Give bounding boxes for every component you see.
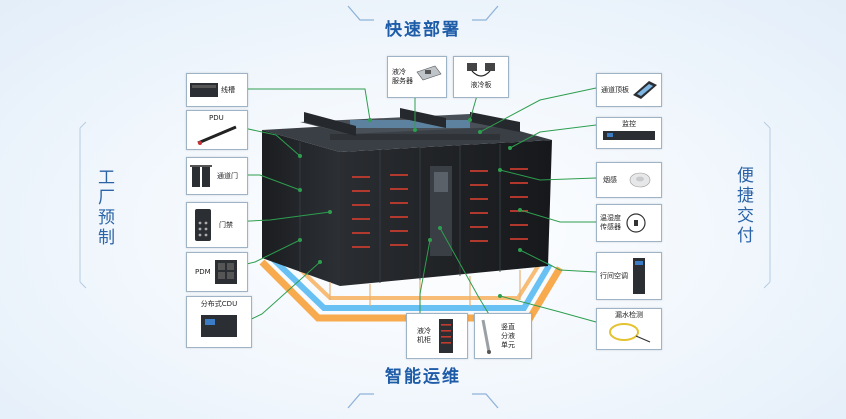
callout-label: 行间空调 bbox=[600, 271, 628, 280]
inrow-ac-icon bbox=[633, 258, 645, 294]
callout-label: PDM bbox=[195, 267, 211, 276]
callout-label: 监控 bbox=[622, 120, 636, 128]
callout-inrow-ac: 行间空调 bbox=[596, 252, 662, 300]
callout-label: PDU bbox=[209, 114, 224, 122]
callout-cdu: 分布式CDU bbox=[186, 296, 252, 348]
callout-label: 液冷 服务器 bbox=[392, 68, 413, 85]
vertical-manifold-icon bbox=[481, 319, 491, 354]
smoke-detector-icon bbox=[629, 172, 651, 188]
callout-label: 分布式CDU bbox=[200, 300, 238, 308]
callout-label: 液冷 机柜 bbox=[417, 327, 431, 344]
callout-label: 温湿度 传感器 bbox=[600, 214, 621, 231]
callout-aisle-roof-panel: 通道顶板 bbox=[596, 73, 662, 107]
callout-smoke-detector: 烟感 bbox=[596, 162, 662, 198]
top-header-bracket bbox=[347, 5, 499, 21]
callout-vertical-manifold: 竖直 分液 单元 bbox=[474, 313, 532, 359]
monitoring-unit-icon bbox=[603, 131, 655, 140]
callout-cable-tray: 线槽 bbox=[186, 73, 248, 107]
callout-liquid-cooled-server: 液冷 服务器 bbox=[387, 56, 447, 98]
access-control-icon bbox=[195, 209, 211, 241]
bottom-header: 智能运维 bbox=[385, 367, 461, 387]
callout-label: 烟感 bbox=[603, 175, 617, 184]
aisle-door-icon bbox=[190, 165, 212, 187]
callout-liquid-cooled-cabinet: 液冷 机柜 bbox=[406, 313, 468, 359]
cdu-unit-icon bbox=[201, 315, 237, 337]
callout-pdm: PDM bbox=[186, 252, 248, 292]
callout-label: 线槽 bbox=[221, 85, 235, 94]
callout-monitoring: 监控 bbox=[596, 117, 662, 149]
right-side-label: 便捷交付 bbox=[733, 166, 753, 246]
callout-label: 液冷板 bbox=[470, 81, 492, 89]
callout-label: 通道顶板 bbox=[601, 85, 629, 94]
callout-temp-humidity-sensor: 温湿度 传感器 bbox=[596, 204, 662, 242]
callout-leak-detection: 漏水检测 bbox=[596, 308, 662, 350]
leak-detection-icon bbox=[609, 323, 651, 343]
callout-access-control: 门禁 bbox=[186, 202, 248, 248]
cable-tray-icon bbox=[190, 83, 218, 97]
callout-label: 门禁 bbox=[219, 220, 233, 229]
aisle-roof-panel-icon bbox=[633, 81, 657, 99]
liquid-cooled-cabinet-icon bbox=[439, 319, 453, 353]
liquid-cooled-server-icon bbox=[416, 65, 442, 81]
callout-label: 漏水检测 bbox=[615, 311, 643, 319]
callout-aisle-door: 通道门 bbox=[186, 157, 248, 195]
callout-label: 通道门 bbox=[217, 171, 238, 180]
temp-humidity-sensor-icon bbox=[626, 213, 646, 233]
left-side-label: 工厂预制 bbox=[94, 168, 114, 248]
pdm-module-icon bbox=[214, 260, 237, 284]
callout-label: 竖直 分液 单元 bbox=[501, 322, 515, 349]
callout-pdu: PDU bbox=[186, 110, 248, 150]
cold-plate-icon bbox=[467, 63, 495, 77]
callout-cold-plate: 液冷板 bbox=[453, 56, 509, 98]
pdu-strip-icon bbox=[197, 125, 237, 145]
top-header: 快速部署 bbox=[385, 20, 461, 40]
